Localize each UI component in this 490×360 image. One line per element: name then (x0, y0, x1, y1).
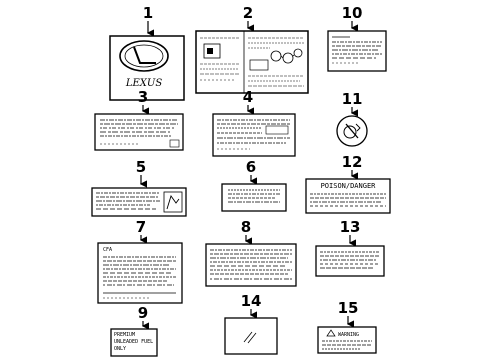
lexus-emblem-label: LEXUS (109, 35, 185, 101)
callout-14: 14 (241, 292, 262, 310)
callout-4: 4 (243, 88, 253, 106)
callout-5: 5 (136, 158, 146, 176)
lexus-logo-text: LEXUS (125, 78, 162, 89)
warning-text: WARNING (338, 332, 359, 338)
poison-danger-text: POISON/DANGER (321, 182, 377, 190)
callout-10: 10 (342, 4, 363, 22)
label-6 (221, 183, 287, 212)
poison-danger-label: POISON/DANGER (305, 178, 391, 214)
warning-triangle-icon (326, 329, 336, 337)
label-7-header: CFA (103, 247, 112, 253)
callout-12: 12 (342, 153, 363, 171)
label-14-blank (224, 317, 278, 355)
label-8 (205, 243, 297, 287)
label-3 (94, 113, 184, 151)
label-13 (315, 245, 385, 277)
label-2-emission (195, 30, 309, 94)
premium-line-2: UNLEADED FUEL (114, 339, 153, 345)
callout-15: 15 (338, 299, 359, 317)
callout-8: 8 (241, 218, 251, 236)
label-4 (212, 113, 296, 157)
callout-13: 13 (340, 218, 361, 236)
label-7: CFA (97, 242, 183, 304)
warning-label: WARNING (317, 326, 377, 354)
callout-3: 3 (138, 88, 148, 106)
premium-line-1: PREMIUM (114, 332, 135, 338)
premium-fuel-label: PREMIUM UNLEADED FUEL ONLY (110, 328, 158, 357)
callout-9: 9 (138, 304, 148, 322)
premium-line-3: ONLY (114, 346, 126, 352)
callout-1: 1 (143, 4, 153, 22)
callout-6: 6 (246, 158, 256, 176)
callout-7: 7 (136, 218, 146, 236)
label-5 (91, 187, 187, 217)
label-10 (327, 30, 387, 72)
label-11-round (336, 115, 368, 147)
callout-11: 11 (342, 90, 363, 108)
callout-2: 2 (243, 4, 253, 22)
